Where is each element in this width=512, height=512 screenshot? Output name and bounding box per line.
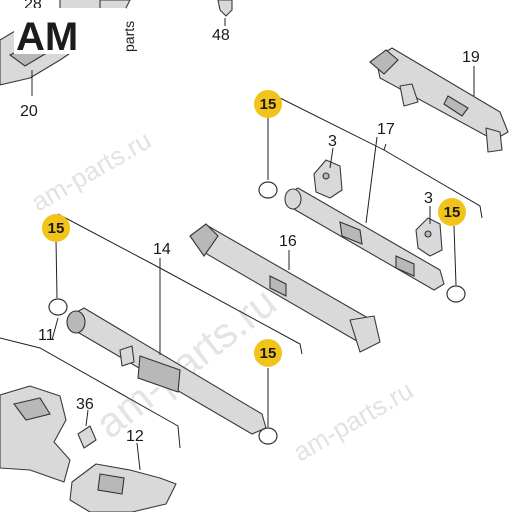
- logo-am-text: AM: [16, 15, 78, 59]
- badge-15-left-label: 15: [48, 220, 65, 237]
- tube-14: [66, 307, 267, 435]
- watermark-bottom: am-parts.ru: [288, 375, 418, 467]
- tube-16: [189, 223, 381, 353]
- watermark-top: am-parts.ru: [26, 125, 156, 217]
- crossmember-19: [369, 47, 509, 153]
- bolt-48: [217, 0, 233, 17]
- callout-16: 16: [279, 233, 297, 250]
- callout-14: 14: [153, 241, 171, 258]
- tube-17: [284, 187, 445, 291]
- badge-15-top-label: 15: [260, 96, 277, 113]
- callout-48: 48: [212, 27, 230, 44]
- am-parts-logo: AM parts: [14, 8, 137, 59]
- bracket-assembly-left: [0, 385, 71, 483]
- logo-parts-text: parts: [121, 21, 137, 52]
- o-ring-15-b: [446, 285, 466, 303]
- o-ring-15-c: [48, 298, 68, 316]
- badge-15-bottom-label: 15: [260, 345, 277, 362]
- bracket-3-right: [415, 217, 443, 257]
- badge-15-bottom: 15: [254, 339, 282, 367]
- badge-15-top: 15: [254, 90, 282, 118]
- bracket-3-left: [313, 159, 343, 199]
- clip-36: [77, 425, 97, 449]
- callout-19: 19: [462, 49, 480, 66]
- callout-17: 17: [377, 121, 395, 138]
- callout-3-right: 3: [424, 190, 433, 207]
- callout-11: 11: [38, 327, 55, 344]
- badge-15-right: 15: [438, 198, 466, 226]
- o-ring-15-a: [258, 181, 278, 199]
- callout-3-left: 3: [328, 133, 337, 150]
- badge-15-left: 15: [42, 214, 70, 242]
- leader-lines: [0, 18, 483, 471]
- o-ring-15-d: [258, 427, 278, 445]
- badge-15-right-label: 15: [444, 204, 461, 221]
- callout-20: 20: [20, 103, 38, 120]
- bracket-12: [69, 463, 177, 512]
- callout-12: 12: [126, 428, 144, 445]
- callout-36: 36: [76, 396, 94, 413]
